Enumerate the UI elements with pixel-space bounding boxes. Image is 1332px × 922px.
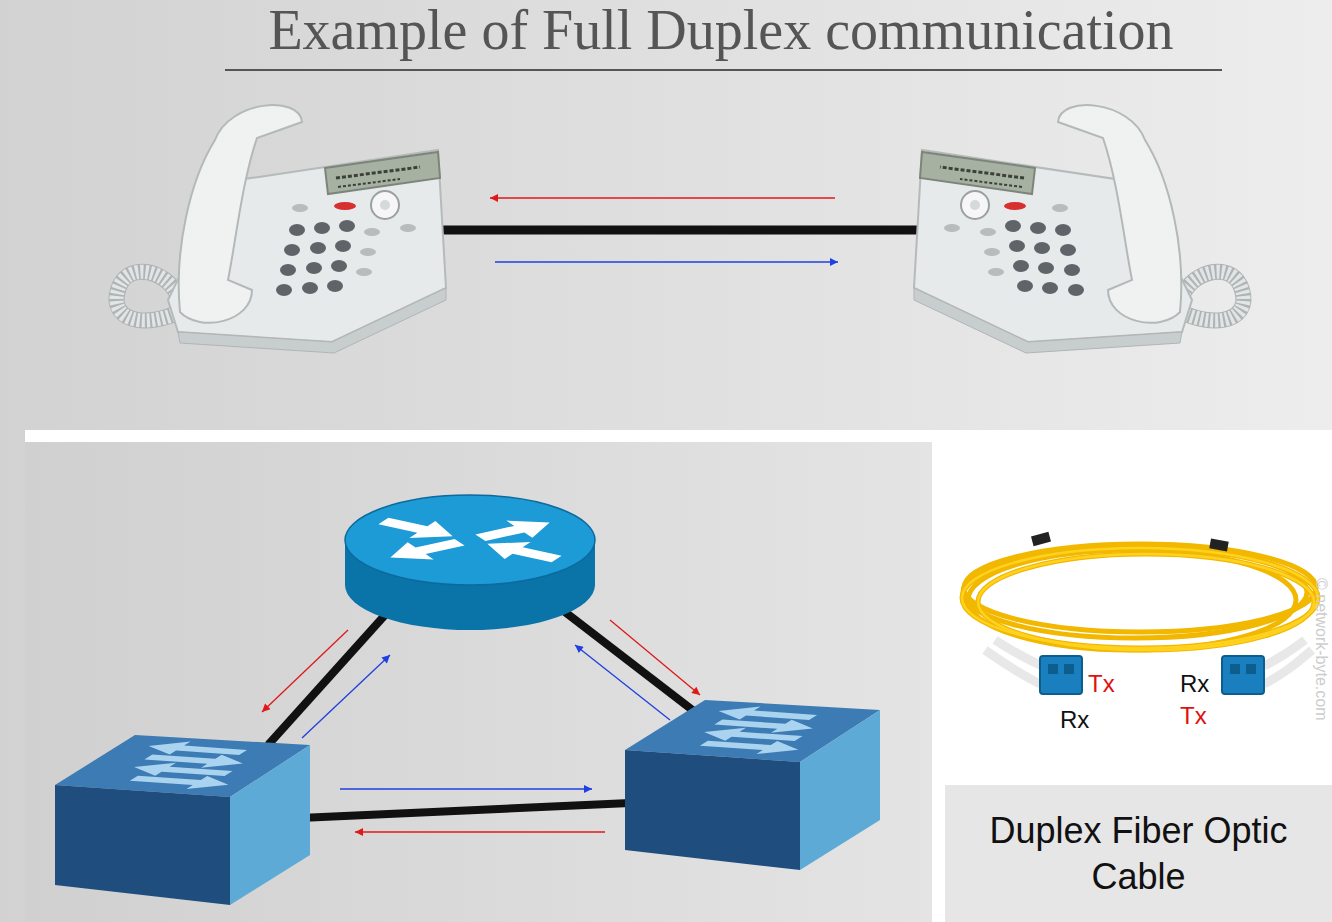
watermark: © network-byte.com (1312, 578, 1330, 721)
telephone-icon (117, 105, 446, 353)
flow-arrows (340, 788, 592, 789)
title-underline (225, 69, 1222, 71)
flow-arrows (302, 655, 390, 738)
separator-band (25, 430, 1332, 442)
fiber-cable-picture (1031, 532, 1051, 546)
caption-text: Duplex Fiber Optic Cable (959, 808, 1318, 900)
network-panel (25, 442, 932, 922)
network-links (565, 612, 708, 722)
fiber-cable-picture (962, 532, 1318, 694)
switch-icon (625, 700, 880, 870)
port-label: Rx (1060, 707, 1089, 733)
title-text: Example of Full Duplex communication (110, 0, 1332, 62)
fiber-cable-picture (1209, 539, 1228, 552)
router-icon (370, 512, 465, 544)
network-links (268, 615, 385, 745)
fiber-cable-picture (962, 548, 1318, 650)
router-icon (345, 495, 595, 630)
fiber-cable-picture (962, 544, 1318, 650)
router-icon (377, 534, 472, 566)
fiber-cable-picture (1040, 656, 1082, 694)
flow-arrow (495, 261, 838, 262)
fiber-cable-picture (1222, 656, 1264, 694)
router-icon (345, 495, 595, 585)
flow-arrows (575, 645, 670, 720)
fiber-cable-picture (1264, 650, 1312, 684)
router-icon (370, 512, 569, 567)
fiber-cable-picture (964, 544, 1316, 632)
separator-band (932, 442, 945, 922)
port-label: Tx (1180, 703, 1207, 729)
flow-arrows (262, 630, 348, 712)
cable-panel (945, 442, 1332, 785)
fiber-cable-picture (1230, 664, 1240, 674)
network-links (300, 803, 630, 818)
telephone-icon (914, 105, 1243, 353)
fiber-cable-picture (985, 650, 1040, 684)
port-label: Tx (1088, 671, 1115, 697)
router-icon (467, 514, 562, 546)
fiber-cable-picture (978, 554, 1314, 650)
caption-box: Duplex Fiber Optic Cable (945, 785, 1332, 922)
fiber-cable-picture (978, 554, 1314, 650)
fiber-cable-picture (1048, 664, 1058, 674)
telephone-link (420, 226, 940, 235)
flow-arrow (490, 197, 835, 198)
switch-icon (55, 735, 310, 905)
flow-arrows (262, 620, 700, 832)
flow-arrows (355, 831, 605, 832)
fiber-cable-picture (1246, 664, 1256, 674)
router-icon (474, 535, 569, 567)
fiber-cable-picture (1064, 664, 1074, 674)
telephone-link (117, 105, 1244, 353)
port-label: Rx (1180, 671, 1209, 697)
